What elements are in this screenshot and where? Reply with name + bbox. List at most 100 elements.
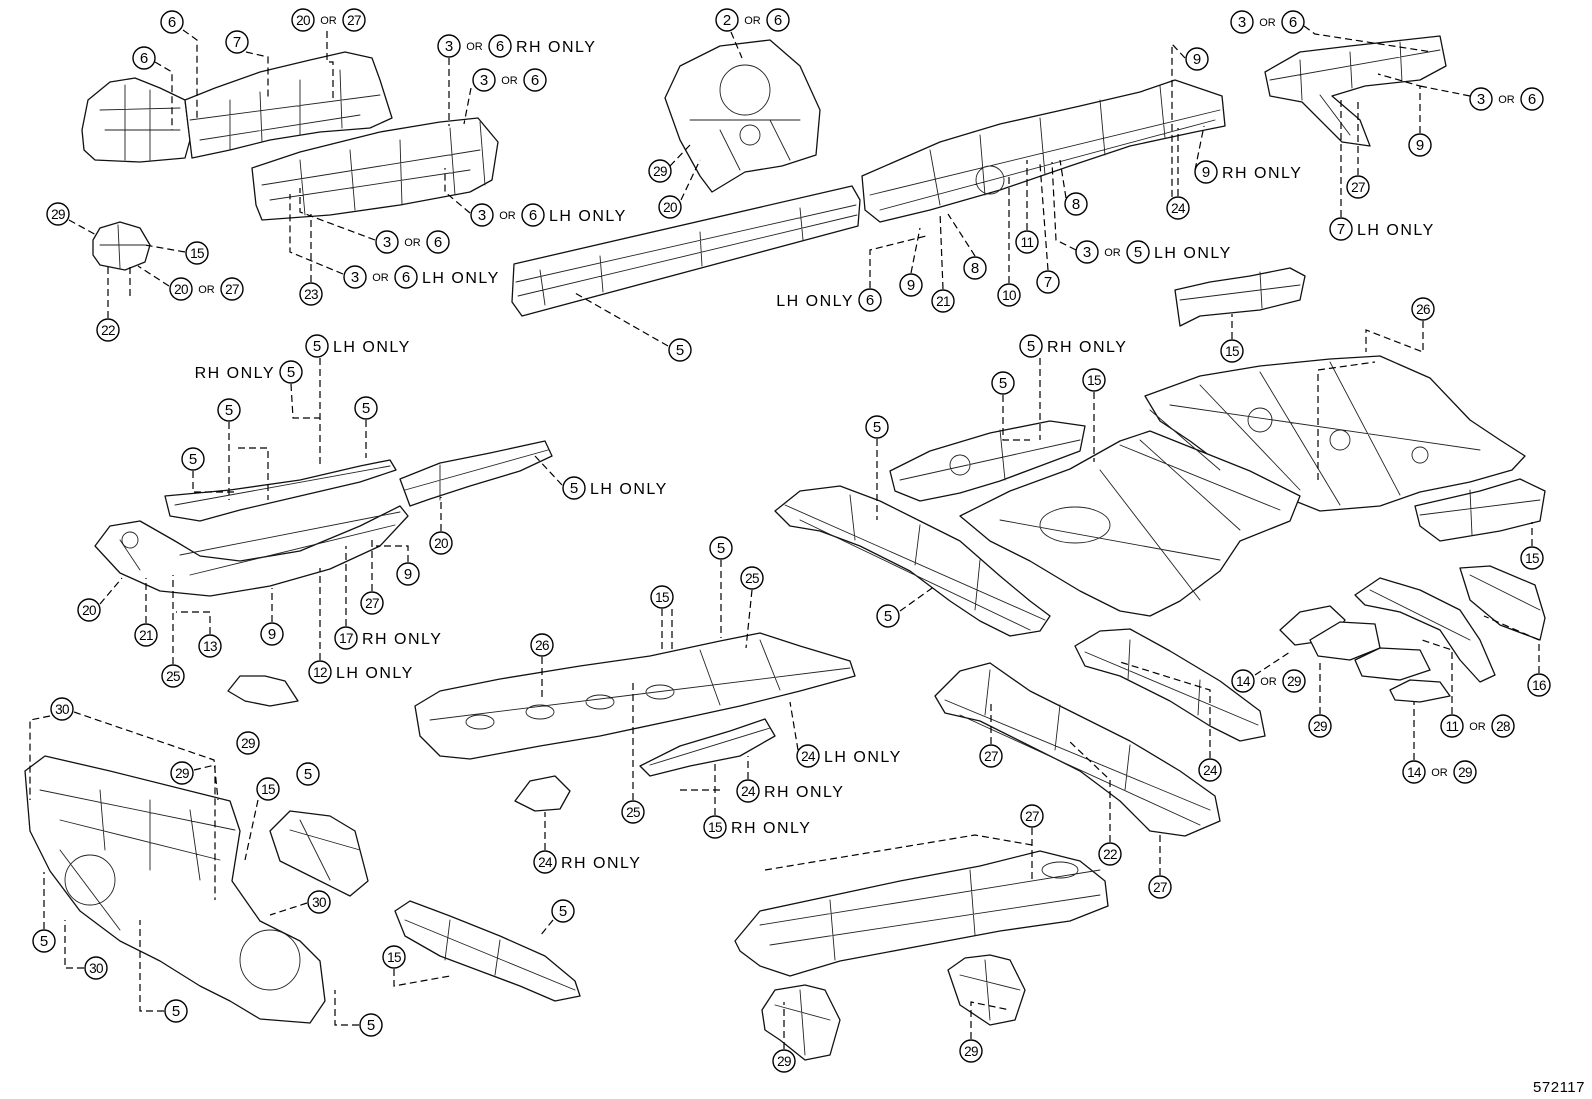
callout-circle bbox=[1411, 297, 1435, 321]
callout-or-label: OR bbox=[404, 237, 421, 249]
part-rear-end-bracket bbox=[1459, 565, 1546, 641]
part-main-floor-pan bbox=[959, 430, 1301, 617]
callout: 29 bbox=[46, 202, 70, 226]
callout: 5 bbox=[709, 536, 733, 560]
part-outlines bbox=[24, 35, 1546, 1061]
callout-or-label: OR bbox=[1469, 721, 1486, 733]
callout: 5 bbox=[865, 415, 889, 439]
callout-circle bbox=[360, 591, 384, 615]
callout-circle bbox=[1036, 270, 1060, 294]
callout-circle bbox=[521, 203, 545, 227]
callout-note: LH ONLY bbox=[549, 208, 627, 225]
callout-number: 27 bbox=[1153, 880, 1167, 895]
callout: 29 bbox=[1308, 714, 1332, 738]
callout-circle bbox=[160, 10, 184, 34]
callout-number: 5 bbox=[362, 400, 370, 417]
callout: 7 bbox=[1036, 270, 1060, 294]
callout-circle bbox=[50, 697, 74, 721]
callout-number: 24 bbox=[1203, 763, 1218, 778]
callout-circle bbox=[359, 1013, 383, 1037]
part-small-gusset bbox=[227, 675, 299, 707]
callout-number: 2 bbox=[723, 12, 731, 29]
callout: 5 bbox=[164, 999, 188, 1023]
callout-number: 6 bbox=[774, 12, 782, 29]
callout-circle bbox=[1220, 339, 1244, 363]
callout-circle bbox=[766, 8, 790, 32]
callout-number: 3 bbox=[445, 38, 453, 55]
callout-number: 15 bbox=[1087, 373, 1101, 388]
callout-circle bbox=[551, 899, 575, 923]
callout-circle bbox=[796, 744, 820, 768]
callout-circle bbox=[382, 945, 406, 969]
part-small-bracket-left bbox=[92, 221, 151, 271]
callout-number: 15 bbox=[190, 246, 204, 261]
callout-circle bbox=[1185, 47, 1209, 71]
part-bracket-bottom-right bbox=[947, 954, 1026, 1026]
callout-circle bbox=[963, 256, 987, 280]
callout-number: 14 bbox=[1236, 674, 1251, 689]
callout-number: 5 bbox=[287, 364, 295, 381]
callout-number: 25 bbox=[626, 805, 640, 820]
callout-number: 17 bbox=[339, 631, 353, 646]
callout: 20 bbox=[77, 598, 101, 622]
callout-circle bbox=[256, 777, 280, 801]
callout-number: 6 bbox=[866, 292, 874, 309]
callout-circle bbox=[858, 288, 882, 312]
diagram-id: 572117 bbox=[1533, 1079, 1585, 1096]
callout-number: 5 bbox=[559, 903, 567, 920]
callout-note: RH ONLY bbox=[1047, 339, 1127, 356]
callout-circle bbox=[703, 815, 727, 839]
callout-number: 7 bbox=[1044, 274, 1052, 291]
callout-number: 24 bbox=[1171, 201, 1186, 216]
callout-circle bbox=[134, 623, 158, 647]
callout: 8 bbox=[1064, 192, 1088, 216]
callout-circle bbox=[161, 664, 185, 688]
callout-circle bbox=[1329, 217, 1353, 241]
callout-number: 27 bbox=[984, 749, 998, 764]
callout: 9 bbox=[1408, 133, 1432, 157]
callout-circle bbox=[169, 277, 193, 301]
callout: 15 bbox=[185, 241, 209, 265]
callout: 15 bbox=[1082, 368, 1106, 392]
part-center-floor-panel bbox=[414, 632, 856, 760]
callout-circle bbox=[1198, 758, 1222, 782]
callout-circle bbox=[1064, 192, 1088, 216]
callout-or-label: OR bbox=[1260, 676, 1277, 688]
callout: 5 bbox=[32, 929, 56, 953]
part-rear-side-member bbox=[934, 662, 1221, 837]
callout-circle bbox=[1082, 368, 1106, 392]
callout-circle bbox=[1308, 714, 1332, 738]
callout-number: 27 bbox=[347, 13, 361, 28]
callout: 27 bbox=[360, 591, 384, 615]
callout-circle bbox=[375, 230, 399, 254]
callout-circle bbox=[1282, 669, 1306, 693]
callout-note: LH ONLY bbox=[824, 749, 902, 766]
callout-circle bbox=[997, 283, 1021, 307]
callout: 6LH ONLY bbox=[776, 288, 882, 312]
callout-number: 27 bbox=[1025, 809, 1039, 824]
callout-note: RH ONLY bbox=[516, 39, 596, 56]
callout-number: 5 bbox=[367, 1017, 375, 1034]
callout-number: 9 bbox=[1202, 164, 1210, 181]
part-cowl-cross-member bbox=[394, 900, 581, 1002]
callout-number: 8 bbox=[1072, 196, 1080, 213]
callout-or-label: OR bbox=[744, 15, 761, 27]
callout-number: 3 bbox=[1238, 14, 1246, 31]
callout-or-label: OR bbox=[1104, 247, 1121, 259]
callout-number: 10 bbox=[1002, 288, 1016, 303]
callout: 9 bbox=[1185, 47, 1209, 71]
callout-number: 21 bbox=[139, 628, 153, 643]
callout-number: 30 bbox=[89, 961, 103, 976]
callout: 5 bbox=[359, 1013, 383, 1037]
callout: 20 bbox=[658, 195, 682, 219]
callout: 15 bbox=[382, 945, 406, 969]
callout: 30 bbox=[50, 697, 74, 721]
callout-circle bbox=[1126, 240, 1150, 264]
callout-number: 6 bbox=[529, 207, 537, 224]
callout-note: LH ONLY bbox=[422, 270, 500, 287]
